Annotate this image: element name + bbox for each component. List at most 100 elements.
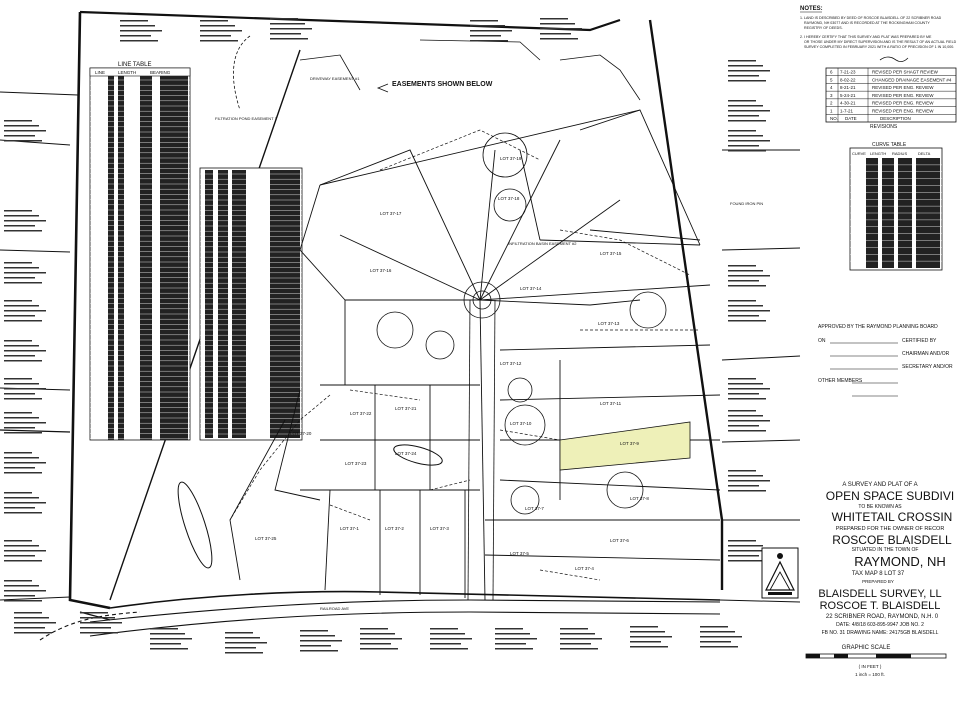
svg-text:SECRETARY AND/OR: SECRETARY AND/OR	[902, 364, 953, 370]
svg-text:RAYMOND, NH: RAYMOND, NH	[854, 554, 945, 569]
revision-date: 8-21-21	[840, 85, 856, 90]
fine-print	[4, 422, 46, 424]
fine-print	[700, 641, 731, 643]
lot-label: LOT 37-19	[500, 156, 522, 161]
lot-label: LOT 37-11	[600, 401, 622, 406]
fine-print	[4, 135, 35, 137]
fine-print	[470, 20, 498, 22]
fine-print	[728, 388, 770, 390]
title-block: A SURVEY AND PLAT OF A OPEN SPACE SUBDIV…	[818, 482, 954, 636]
lot-label: LOT 37-18	[498, 196, 520, 201]
lot-labels: LOT 37-19 LOT 37-18 LOT 37-17 LOT 37-16 …	[255, 156, 649, 571]
easements-label: EASEMENTS SHOWN BELOW	[392, 81, 493, 88]
fine-print	[728, 485, 759, 487]
fine-print	[728, 70, 770, 72]
fine-print	[4, 120, 32, 122]
svg-text:( IN FEET ): ( IN FEET )	[859, 664, 882, 669]
fine-print	[4, 262, 32, 264]
fine-print	[360, 643, 391, 645]
revision-no: 3	[830, 93, 833, 98]
revision-no: 1	[830, 108, 833, 113]
revisions-header: DESCRIPTION	[880, 116, 911, 121]
curve-table-title: CURVE TABLE	[872, 142, 907, 148]
fine-print	[728, 115, 759, 117]
lot-label: LOT 37-4	[575, 566, 594, 571]
fine-print	[495, 643, 526, 645]
fine-print	[630, 641, 661, 643]
lot-label: LOT 37-6	[610, 538, 629, 543]
fine-print	[4, 585, 39, 587]
revision-description: REVISED PER SHAGT REVIEW	[872, 70, 939, 75]
fine-print	[150, 628, 178, 630]
fine-print	[14, 627, 45, 629]
fine-print	[728, 135, 763, 137]
lot-label: LOT 37-3	[430, 526, 449, 531]
svg-text:SURVEY COMPLETED IN FEBRUARY 2: SURVEY COMPLETED IN FEBRUARY 2021 WITH A…	[804, 45, 954, 49]
easements-callout: EASEMENTS SHOWN BELOW	[233, 35, 641, 111]
fine-print	[4, 225, 35, 227]
svg-text:RAILROAD AVE: RAILROAD AVE	[320, 606, 349, 611]
graphic-scale: GRAPHIC SCALE ( IN FEET ) 1 inch = 100 f…	[805, 645, 947, 677]
fine-print	[4, 492, 32, 494]
line-table: LINE TABLE LINE LENGTH BEARING	[89, 62, 191, 441]
fine-print	[4, 130, 46, 132]
fine-print	[4, 550, 46, 552]
fine-print	[300, 650, 338, 652]
fine-print	[80, 617, 115, 619]
fine-print	[4, 350, 46, 352]
fine-print	[728, 60, 756, 62]
fine-print	[80, 612, 108, 614]
svg-text:RAYMOND, NH 03077 AND IS RECOR: RAYMOND, NH 03077 AND IS RECORDED AT THE…	[804, 21, 930, 25]
fine-print	[560, 628, 588, 630]
fine-print	[728, 285, 766, 287]
fine-print	[470, 35, 501, 37]
lot-label: LOT 37-13	[598, 321, 620, 326]
revision-date: 4-30-21	[840, 101, 856, 106]
svg-text:TAX MAP 8 LOT 37: TAX MAP 8 LOT 37	[852, 571, 905, 577]
svg-text:CERTIFIED BY: CERTIFIED BY	[902, 338, 937, 344]
fine-print	[728, 120, 766, 122]
fine-print	[4, 360, 42, 362]
lot-label: LOT 37-9	[620, 441, 639, 446]
fine-print	[728, 415, 763, 417]
fine-print	[728, 540, 756, 542]
fine-print	[495, 628, 523, 630]
fine-print	[540, 33, 571, 35]
fine-print	[4, 272, 46, 274]
fine-print	[360, 628, 388, 630]
fine-print	[728, 145, 759, 147]
line-table-2	[199, 167, 303, 441]
fine-print	[4, 355, 35, 357]
svg-text:FOUND IRON PIN: FOUND IRON PIN	[730, 201, 763, 206]
fine-print	[430, 628, 458, 630]
revision-no: 5	[830, 77, 833, 82]
fine-print	[728, 80, 766, 82]
fine-print	[4, 305, 39, 307]
svg-text:CURVE: CURVE	[852, 151, 866, 156]
svg-text:OTHER MEMBERS: OTHER MEMBERS	[818, 378, 863, 384]
fine-print	[4, 393, 35, 395]
svg-text:FB NO. 31 DRAWING NAME: 24175G: FB NO. 31 DRAWING NAME: 24175GB BLAISDEL…	[822, 630, 939, 636]
abutter-notes	[4, 18, 770, 654]
fine-print	[120, 30, 162, 32]
fine-print	[360, 633, 395, 635]
revision-description: CHANGED DRAINAGE EASEMENT #4	[872, 77, 952, 82]
revision-date: 1-7-21	[840, 108, 854, 113]
fine-print	[728, 410, 756, 412]
revision-description: REVISED PER ENG. REVIEW	[872, 85, 934, 90]
svg-text:A SURVEY AND PLAT OF A: A SURVEY AND PLAT OF A	[842, 482, 917, 488]
fine-print	[4, 220, 46, 222]
fine-print	[300, 630, 328, 632]
fine-print	[470, 30, 512, 32]
fine-print	[4, 452, 32, 454]
revisions-title: REVISIONS	[870, 124, 898, 130]
fine-print	[270, 23, 305, 25]
fine-print	[120, 20, 148, 22]
fine-print	[728, 265, 756, 267]
fine-print	[150, 638, 192, 640]
revisions-header: DATE	[845, 116, 857, 121]
svg-text:BEARING: BEARING	[150, 70, 171, 75]
svg-text:TO BE KNOWN AS: TO BE KNOWN AS	[858, 504, 902, 510]
fine-print	[540, 28, 582, 30]
fine-print	[14, 617, 49, 619]
